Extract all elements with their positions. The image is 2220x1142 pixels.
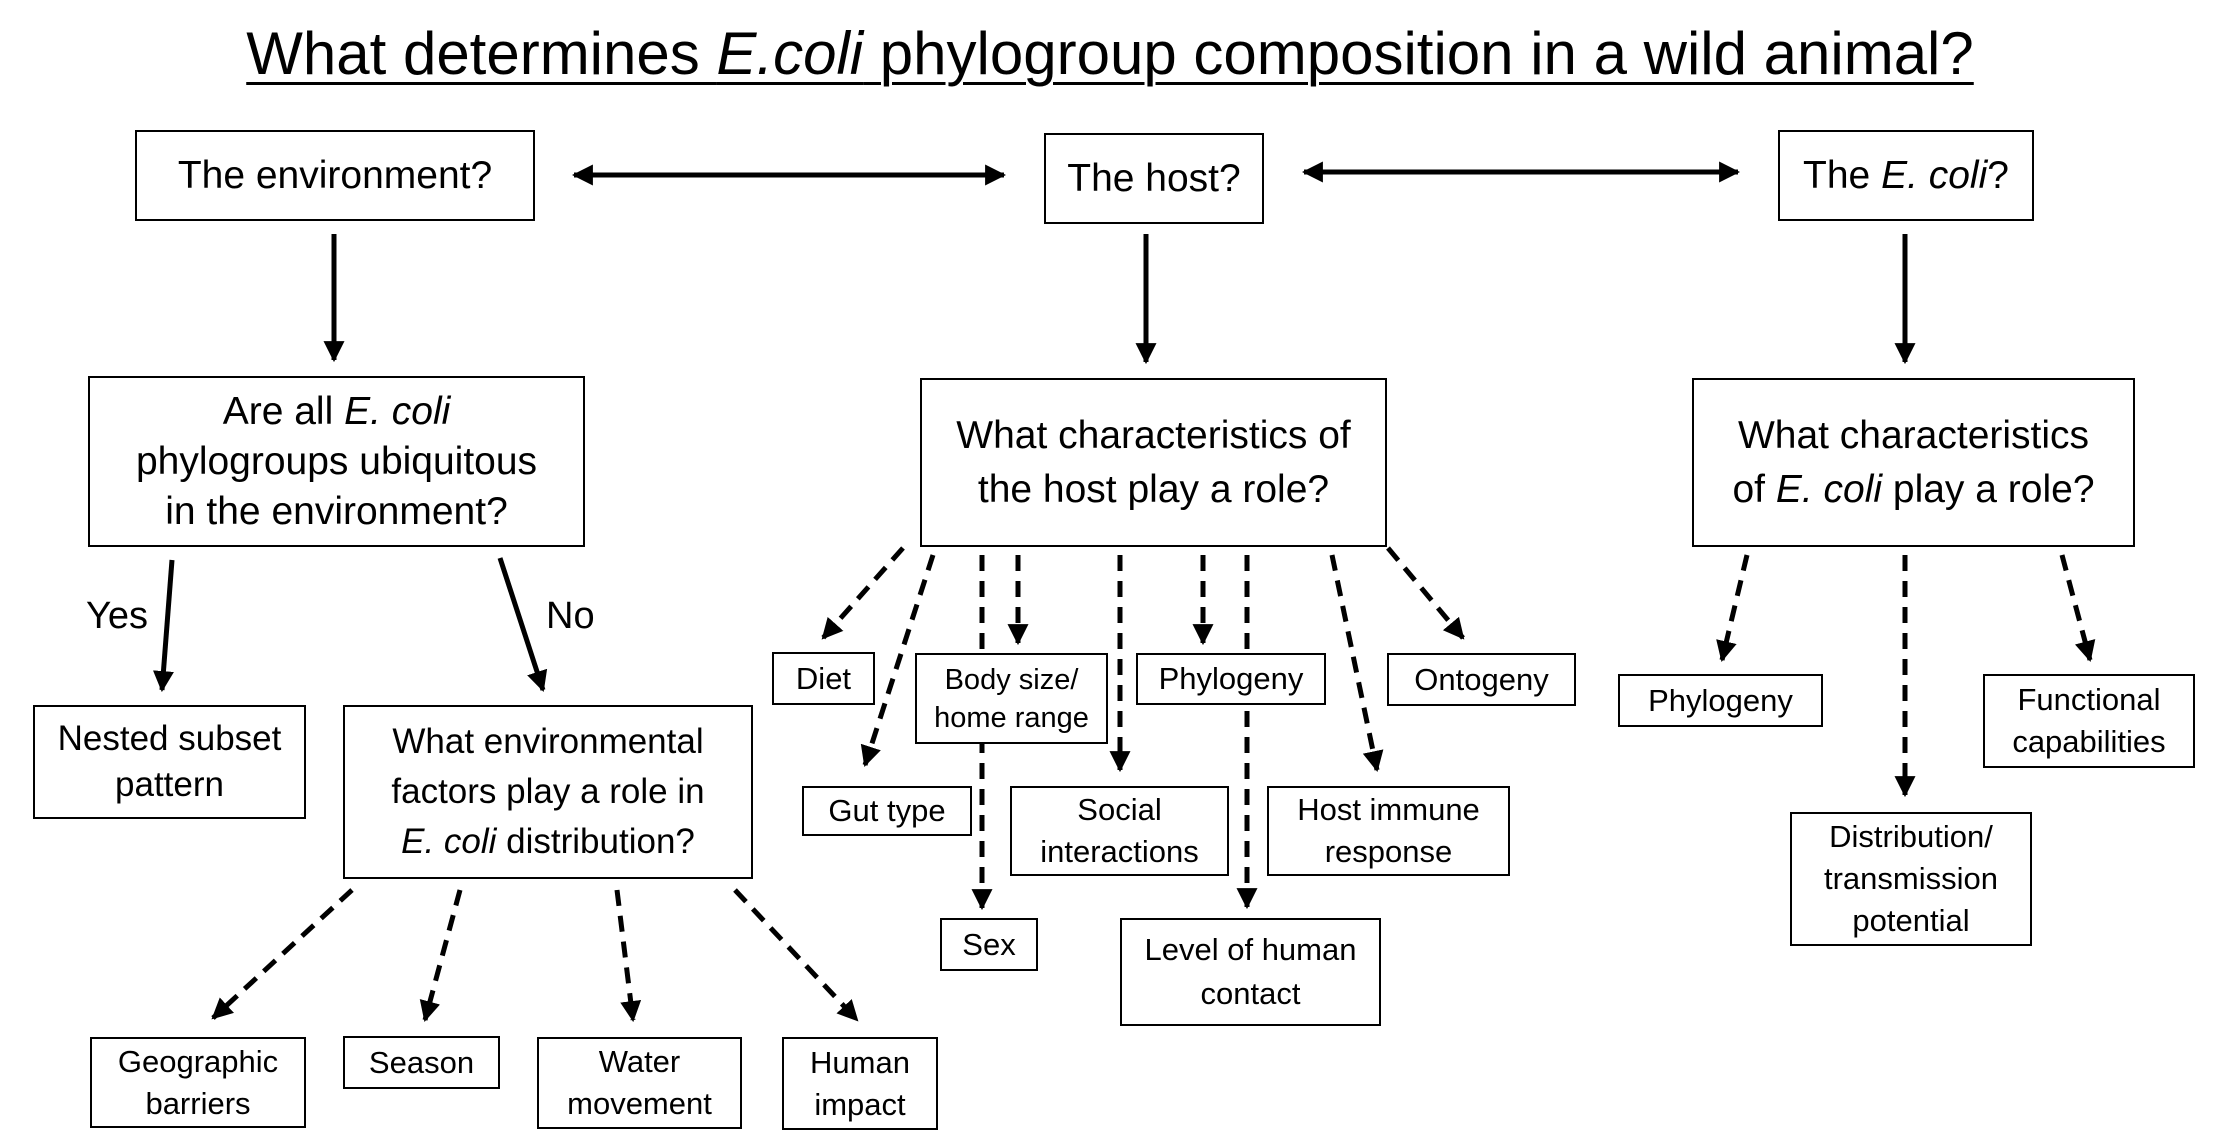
geographic-barriers-text: Geographic barriers (117, 1043, 279, 1121)
ecoli-question-box: What characteristics of E. coli play a ro… (1692, 378, 2135, 547)
host-question-box: What characteristics of the host play a … (920, 378, 1387, 547)
environment-label: The environment? (177, 153, 493, 197)
environmental-factors-post: distribution? (496, 822, 695, 861)
functional-capabilities-text: Functional capabilities (2012, 682, 2166, 759)
body-size-box: Body size/ home range (915, 653, 1108, 744)
ecoli-question-line1: What characteristics (1737, 413, 2090, 457)
arrow-phylogeny-ecoli (1716, 554, 1750, 663)
environmental-factors-box: What environmental factors play a role i… (343, 705, 753, 879)
environment-question-italic: E. coli (344, 389, 451, 433)
arrow-water (614, 889, 642, 1023)
arrow-season (419, 889, 463, 1023)
environment-question-box: Are all E. coli phylogroups ubiquitous in… (88, 376, 585, 547)
geographic-barriers-box: Geographic barriers (90, 1037, 306, 1128)
distribution-box: Distribution/ transmission potential (1790, 812, 2032, 946)
arrow-geographic (211, 888, 354, 1020)
host-box: The host? (1044, 133, 1264, 224)
title-pre: What determines (246, 20, 717, 87)
ecoli-question-italic: E. coli (1775, 467, 1883, 511)
ontogeny-text: Ontogeny (1414, 661, 1549, 697)
diet-text: Diet (795, 660, 852, 696)
environment-question-rest: phylogroups ubiquitous in the environmen… (135, 439, 538, 533)
environment-question-text: Are all E. coli phylogroups ubiquitous in… (136, 387, 537, 537)
ecoli-label: The E. coli? (1803, 153, 2009, 199)
arrow-no (497, 557, 548, 692)
human-contact-box: Level of human contact (1120, 918, 1381, 1026)
environmental-factors-text: What environmental factors play a role i… (391, 717, 704, 867)
title-italic: E.coli (716, 20, 864, 87)
host-label: The host? (1067, 156, 1241, 200)
arrow-diet (821, 546, 905, 640)
sex-box: Sex (940, 918, 1038, 971)
arrow-gut-type (860, 554, 936, 767)
ecoli-question-post: play a role? (1882, 467, 2095, 511)
human-impact-box: Human impact (782, 1037, 938, 1130)
season-text: Season (368, 1044, 475, 1080)
gut-type-text: Gut type (828, 793, 946, 828)
nested-subset-text: Nested subset pattern (57, 719, 282, 804)
diagram-title: What determines E.coli phylogroup compos… (0, 14, 2220, 94)
phylogeny-ecoli-box: Phylogeny (1618, 674, 1823, 727)
environmental-factors-italic: E. coli (401, 822, 497, 861)
immune-response-text: Host immune response (1297, 792, 1480, 869)
ecoli-post: ? (1987, 153, 2009, 197)
phylogeny-host-text: Phylogeny (1158, 661, 1304, 696)
sex-text: Sex (962, 926, 1016, 962)
host-question-text: What characteristics of the host play a … (956, 413, 1351, 511)
yes-label: Yes (86, 595, 148, 637)
ontogeny-box: Ontogeny (1387, 653, 1576, 706)
human-impact-text: Human impact (810, 1044, 910, 1122)
phylogeny-ecoli-text: Phylogeny (1648, 682, 1793, 718)
functional-capabilities-box: Functional capabilities (1983, 674, 2195, 768)
arrow-yes (152, 559, 175, 693)
water-movement-text: Water movement (567, 1044, 712, 1121)
human-contact-text: Level of human contact (1144, 932, 1357, 1011)
title-post: phylogroup composition in a wild animal? (863, 20, 1974, 87)
environmental-factors-lines: What environmental factors play a role i… (391, 722, 705, 811)
social-interactions-text: Social interactions (1040, 792, 1199, 869)
immune-response-box: Host immune response (1267, 786, 1510, 876)
distribution-text: Distribution/ transmission potential (1824, 819, 1998, 938)
environment-box: The environment? (135, 130, 535, 221)
no-label: No (546, 595, 595, 637)
season-box: Season (343, 1036, 500, 1089)
arrow-ontogeny (1386, 546, 1465, 640)
arrow-human-impact (733, 888, 859, 1022)
water-movement-box: Water movement (537, 1037, 742, 1129)
arrow-functional (2059, 554, 2096, 663)
phylogeny-host-box: Phylogeny (1136, 653, 1326, 705)
ecoli-italic: E. coli (1881, 153, 1988, 197)
gut-type-box: Gut type (802, 786, 972, 836)
ecoli-question-pre: of (1732, 467, 1776, 511)
environment-question-pre: Are all (222, 389, 345, 433)
body-size-text: Body size/ home range (934, 663, 1089, 734)
ecoli-question-text: What characteristics of E. coli play a ro… (1732, 409, 2094, 517)
ecoli-pre: The (1803, 153, 1882, 197)
arrow-immune (1329, 554, 1384, 773)
social-interactions-box: Social interactions (1010, 786, 1229, 876)
nested-subset-box: Nested subset pattern (33, 705, 306, 819)
ecoli-box: The E. coli? (1778, 130, 2034, 221)
diet-box: Diet (772, 652, 875, 705)
